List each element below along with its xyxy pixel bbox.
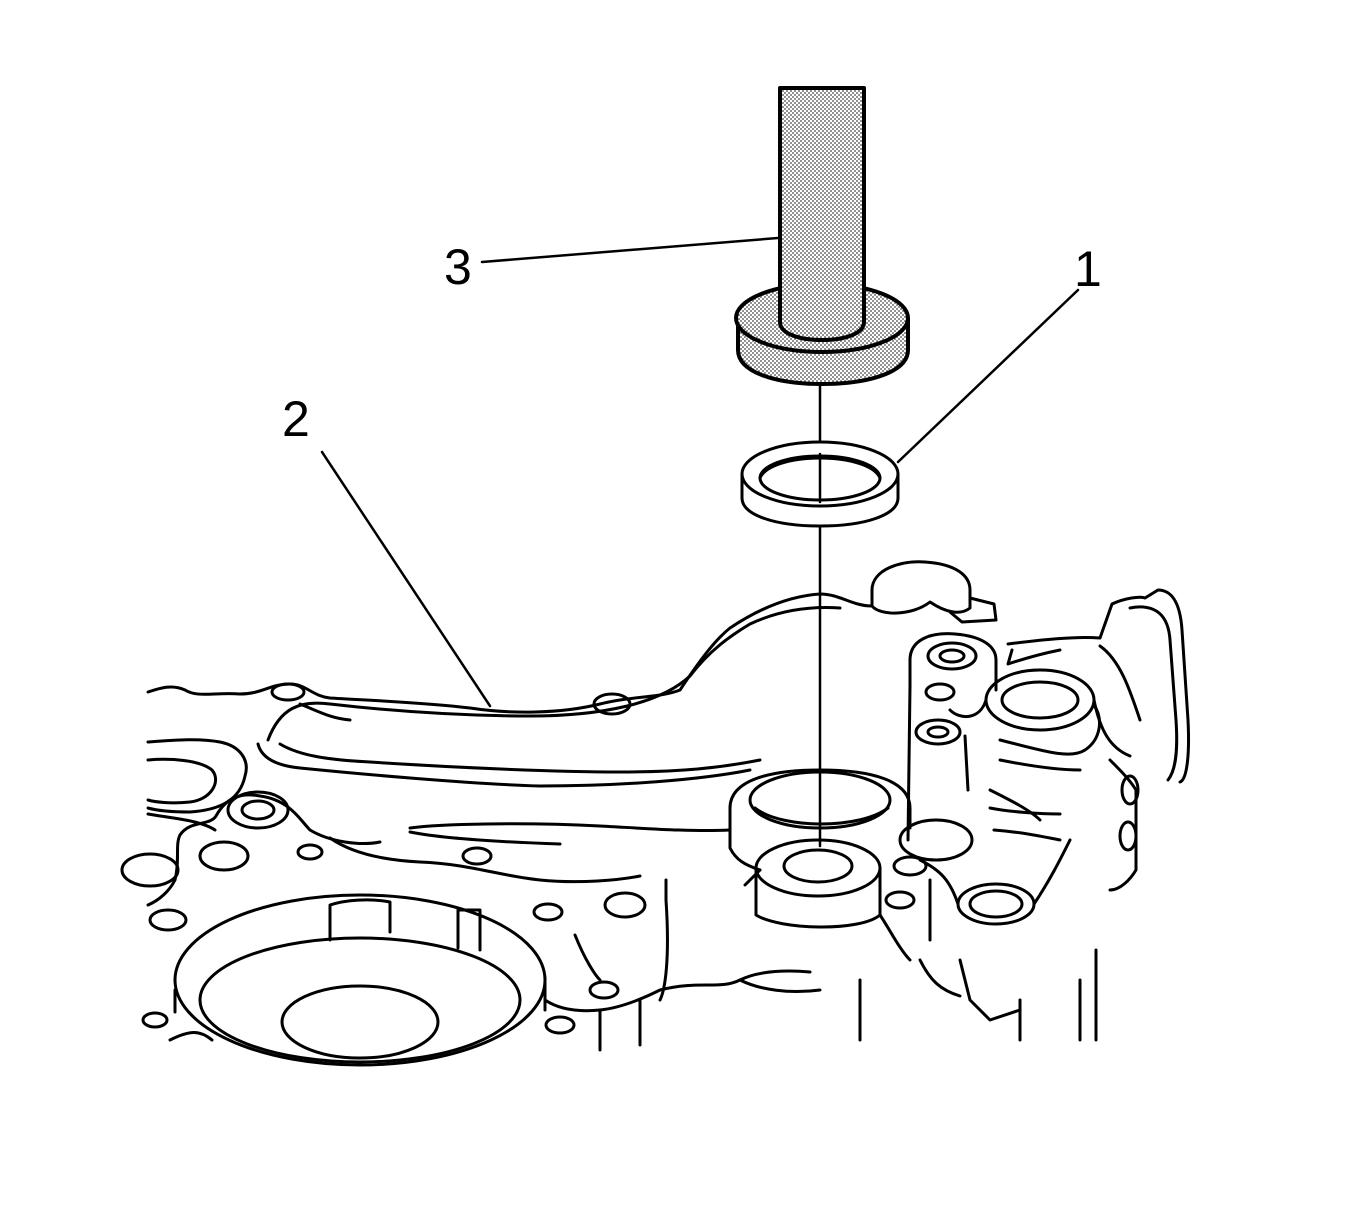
seal-ring xyxy=(740,440,900,528)
transmission-case xyxy=(120,560,1190,1067)
callout-2: 2 xyxy=(282,391,310,447)
leader-line-2 xyxy=(320,450,492,708)
seal-installer-tool xyxy=(734,86,910,386)
leader-line-3 xyxy=(480,236,780,264)
callout-1: 1 xyxy=(1074,241,1102,297)
callout-3: 3 xyxy=(444,239,472,295)
leader-line-1 xyxy=(896,288,1080,464)
